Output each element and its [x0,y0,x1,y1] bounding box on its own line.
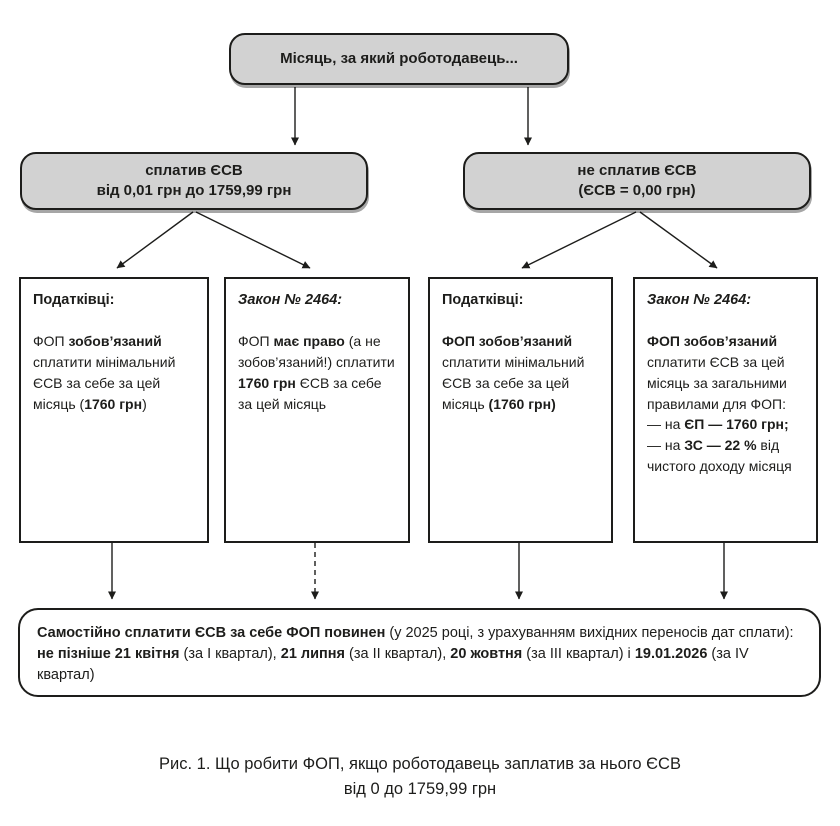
root-node: Місяць, за який роботодавець... [229,33,569,85]
branch-paid-node: сплатив ЄСВ від 0,01 грн до 1759,99 грн [20,152,368,210]
detail-box-body: ФОП має право (а не зобов’язаний!) сплат… [238,333,395,412]
branch-paid-line2: від 0,01 грн до 1759,99 грн [96,182,292,199]
detail-box-body: ФОП зобов’язаний сплатити мінімальний ЄС… [442,333,585,412]
conclusion-node: Самостійно сплатити ЄСВ за себе ФОП пови… [18,608,821,697]
arrow-paid-to-law-icon [195,211,311,269]
detail-box-heading: Закон № 2464: [647,292,752,308]
figure-caption: Рис. 1. Що робити ФОП, якщо роботодавець… [159,755,681,798]
detail-box-tax-authorities-unpaid: Податківці: ФОП зобов’язаний сплатити мі… [428,277,613,543]
arrow-unpaid-to-tax-icon [521,211,637,269]
conclusion-text: Самостійно сплатити ЄСВ за себе ФОП пови… [37,625,794,684]
branch-unpaid-line2: (ЄСВ = 0,00 грн) [578,182,696,199]
arrow-paid-to-tax-icon [116,211,194,269]
detail-box-tax-authorities-paid: Податківці: ФОП зобов’язаний сплатити мі… [19,277,209,543]
detail-box-body: ФОП зобов’язаний сплатити ЄСВ за цей міс… [647,333,792,474]
detail-box-heading: Податківці: [33,292,115,308]
root-node-label: Місяць, за який роботодавець... [280,49,518,67]
branch-unpaid-node: не сплатив ЄСВ (ЄСВ = 0,00 грн) [463,152,811,210]
detail-box-law-2464-unpaid: Закон № 2464: ФОП зобов’язаний сплатити … [633,277,818,543]
detail-box-heading: Податківці: [442,292,524,308]
branch-paid-line1: сплатив ЄСВ [145,161,243,179]
branch-unpaid-line1: не сплатив ЄСВ [577,161,697,179]
detail-box-body: ФОП зобов’язаний сплатити мінімальний ЄС… [33,333,176,412]
detail-box-law-2464-paid: Закон № 2464: ФОП має право (а не зобов’… [224,277,410,543]
arrow-unpaid-to-law-icon [639,211,718,269]
detail-box-heading: Закон № 2464: [238,292,343,308]
